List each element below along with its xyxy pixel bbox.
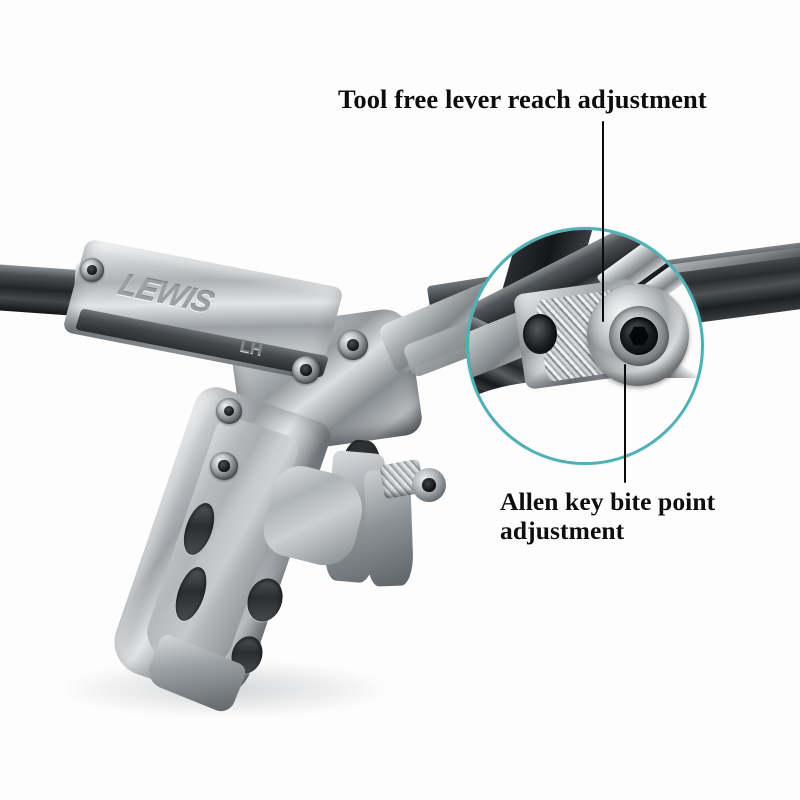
leader-line-top xyxy=(602,121,605,322)
mag-adjuster-port xyxy=(523,314,557,354)
leader-line-bottom xyxy=(624,364,627,483)
magnifier-circle xyxy=(466,227,704,465)
reservoir-cap-bolt xyxy=(80,258,104,282)
callout-label-reach-adjustment: Tool free lever reach adjustment xyxy=(338,84,707,114)
callout-bottom-line-1: Allen key bite point xyxy=(500,487,716,516)
mag-allen-key-socket xyxy=(620,317,658,355)
pivot-bolt-lower xyxy=(210,452,238,480)
mag-background-right xyxy=(577,378,701,462)
magnifier-contents xyxy=(469,230,701,462)
pivot-bolt-upper xyxy=(216,398,242,424)
clamp-bolt-upper xyxy=(292,356,320,384)
callout-label-bite-point-adjustment: Allen key bite point adjustment xyxy=(500,487,750,545)
callout-bottom-line-2: adjustment xyxy=(500,516,625,546)
bite-point-bolt xyxy=(412,468,446,502)
clamp-bolt-right xyxy=(338,330,368,360)
